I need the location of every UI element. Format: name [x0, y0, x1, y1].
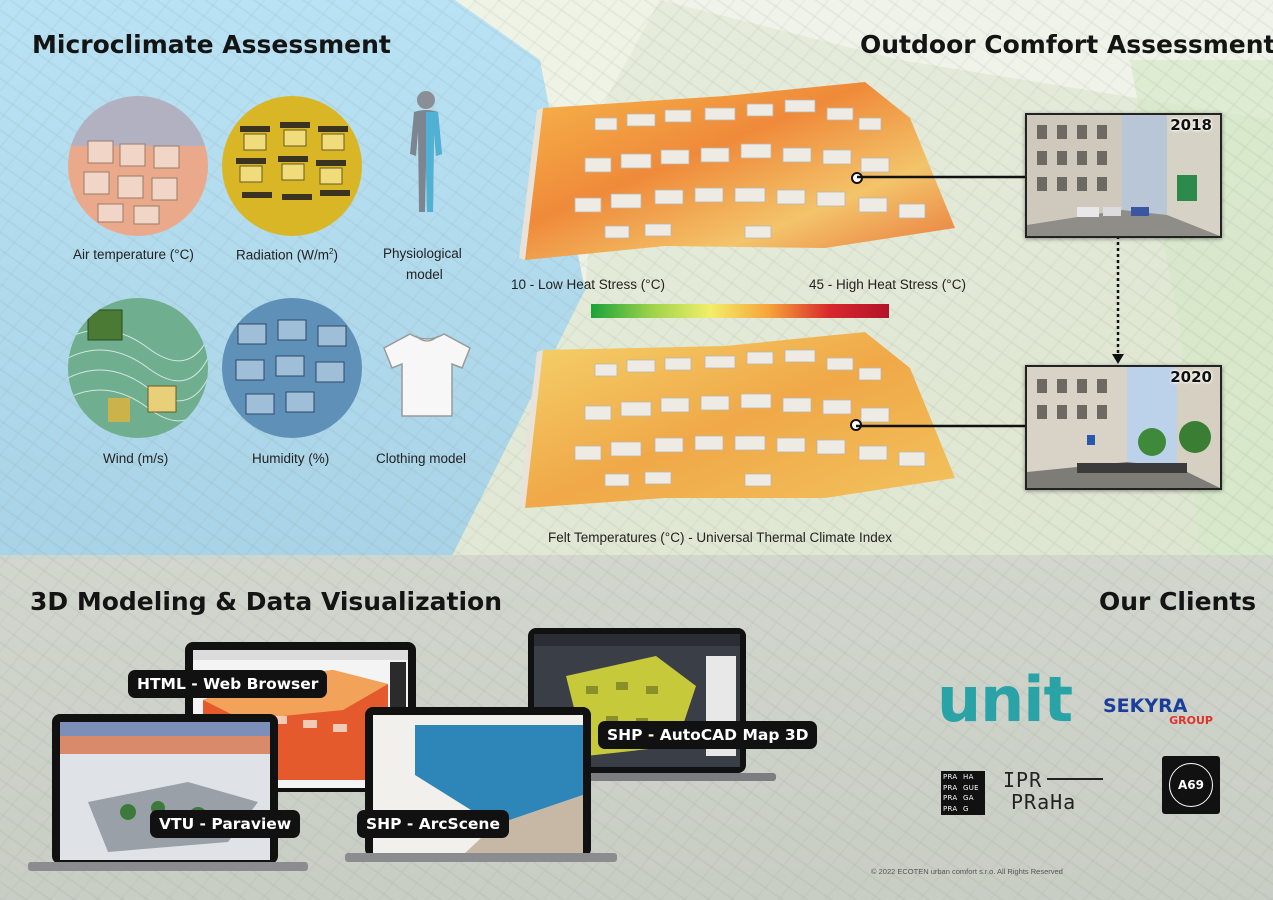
copyright: © 2022 ECOTEN urban comfort s.r.o. All R… — [871, 867, 1063, 876]
tag-shp-arcscene: SHP - ArcScene — [357, 810, 509, 838]
client-logo-a69: A69 — [1162, 756, 1220, 814]
year-2020: 2020 — [1170, 368, 1212, 386]
humidity-image — [222, 298, 362, 438]
prague-grid-cell: G — [963, 804, 969, 813]
prague-grid-cell: PRA — [943, 804, 958, 813]
scale-low-label: 10 - Low Heat Stress (°C) — [511, 277, 665, 292]
prague-grid-cell: PRA — [943, 783, 958, 792]
tag-vtu-paraview: VTU - Paraview — [150, 810, 301, 838]
radiation-image — [222, 96, 362, 236]
scale-high-label: 45 - High Heat Stress (°C) — [809, 277, 966, 292]
heading-clients: Our Clients — [1099, 587, 1257, 616]
label-wind: Wind (m/s) — [103, 451, 169, 466]
laptop-paraview — [28, 714, 308, 871]
prague-grid-cell: GUE — [963, 783, 979, 792]
tag-autocad-map-3d: SHP - AutoCAD Map 3D — [598, 721, 818, 749]
heading-microclimate: Microclimate Assessment — [32, 30, 391, 59]
air-temperature-image — [68, 96, 208, 236]
client-logo-sekyra: SEKYRA GROUP — [1103, 695, 1213, 727]
wind-image — [68, 298, 208, 438]
client-logo-prague: PRA HA PRA GUE PRA GA PRA G — [941, 771, 985, 815]
year-2018: 2018 — [1170, 116, 1212, 134]
heading-outdoor-comfort: Outdoor Comfort Assessment — [860, 30, 1273, 59]
human-figure-icon — [410, 91, 442, 212]
heading-modeling: 3D Modeling & Data Visualization — [30, 587, 503, 616]
prague-grid-cell: GA — [963, 794, 974, 802]
street-photo-2018: 2018 — [1025, 113, 1222, 238]
heat-stress-color-scale — [591, 304, 889, 318]
label-radiation: Radiation (W/m2) — [236, 247, 338, 263]
laptop-arcscene — [345, 707, 617, 862]
prague-grid-cell: PRA — [943, 773, 958, 781]
tshirt-icon — [383, 333, 471, 417]
label-physiological-model: model — [406, 267, 443, 282]
prague-grid-cell: HA — [963, 773, 974, 781]
connector-lines — [856, 175, 1124, 428]
heat-map-2018 — [519, 82, 955, 260]
ipr-rule — [1047, 778, 1103, 780]
tag-html-web-browser: HTML - Web Browser — [128, 670, 328, 698]
label-physiological: Physiological — [383, 246, 462, 261]
felt-temperature-caption: Felt Temperatures (°C) - Universal Therm… — [548, 530, 893, 545]
client-logo-unit: unit — [937, 663, 1073, 736]
prague-grid-cell: PRA — [943, 794, 958, 802]
label-humidity: Humidity (%) — [252, 451, 330, 466]
heat-map-2020 — [519, 332, 955, 508]
client-logo-ipr-praha: IPR PRaHa — [1003, 768, 1103, 816]
label-air-temperature: Air temperature (°C) — [73, 247, 194, 262]
label-clothing: Clothing model — [376, 451, 467, 466]
street-photo-2020: 2020 — [1025, 365, 1222, 490]
